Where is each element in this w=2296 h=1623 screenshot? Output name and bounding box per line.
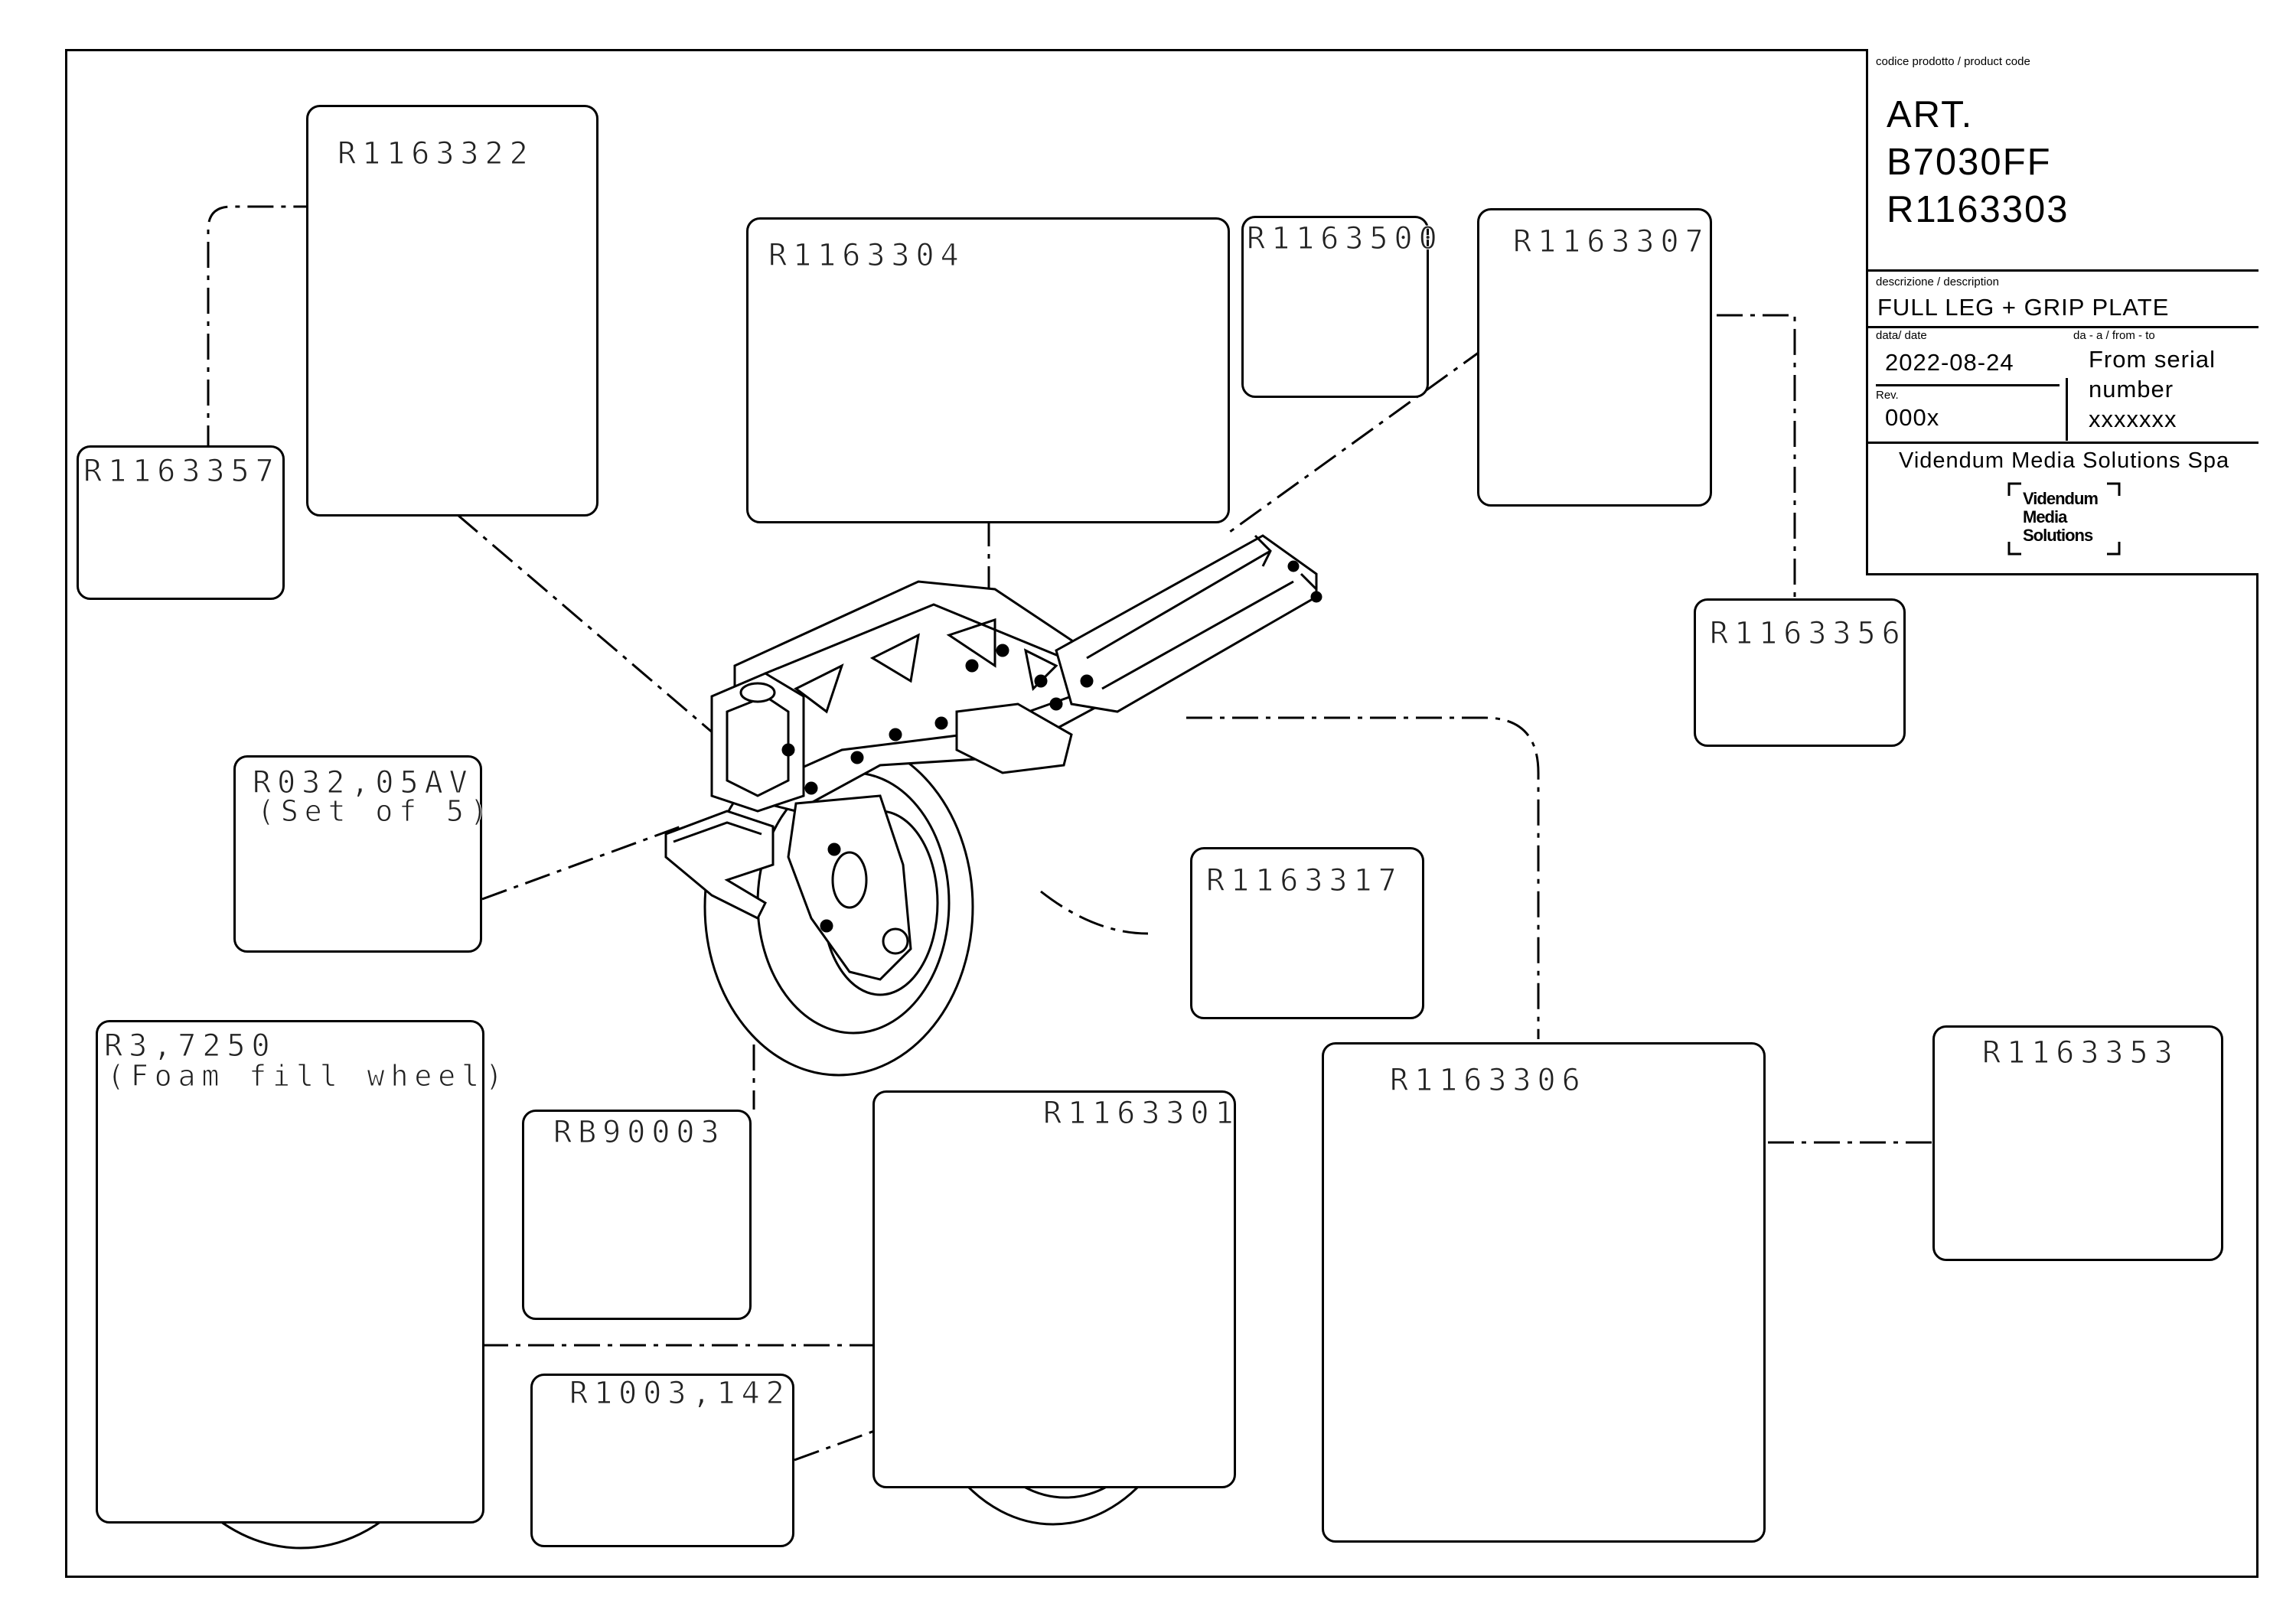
description: FULL LEG + GRIP PLATE <box>1877 294 2170 321</box>
from-to-line-1: From serial <box>2089 346 2216 373</box>
logo-line-1: Videndum <box>2023 489 2099 508</box>
from-to-label: da - a / from - to <box>2073 329 2155 342</box>
date-label: data/ date <box>1876 329 1927 342</box>
part-code: R1163357 <box>83 454 280 490</box>
divider <box>1876 384 2060 386</box>
title-block: codice prodotto / product code ART. B703… <box>1866 49 2258 575</box>
part-box-R1163322: R1163322 <box>306 105 598 517</box>
part-code: R1163353 <box>1982 1035 2179 1071</box>
part-box-RB90003: RB90003 <box>522 1110 752 1320</box>
part-box-R032-05AV: R032,05AV (Set of 5) <box>233 755 488 953</box>
product-code-label: codice prodotto / product code <box>1876 55 2030 68</box>
rev: 000x <box>1885 404 1940 431</box>
part-box-R1163357: R1163357 <box>77 445 285 600</box>
from-to-line-3: xxxxxxx <box>2089 406 2177 432</box>
part-code: R032,05AV <box>253 765 474 801</box>
art-line-3: R1163303 <box>1887 189 2069 230</box>
part-box-R1163500: R1163500 <box>1241 216 1437 398</box>
part-code: RB90003 <box>553 1115 726 1151</box>
art-line-2: B7030FF <box>1887 142 2052 183</box>
part-box-R1163301: R1163301 <box>872 1090 1236 1488</box>
part-box-R1003-142: R1003,142 <box>530 1374 794 1547</box>
part-code: R1163301 <box>1043 1096 1240 1132</box>
part-box-R1163356: R1163356 <box>1694 598 1906 747</box>
central-assembly <box>664 534 1322 1077</box>
logo-line-3: Solutions <box>2023 526 2093 545</box>
part-code: R1163317 <box>1206 863 1403 899</box>
sheet-border <box>65 49 2258 1578</box>
part-box-R1163317: R1163317 <box>1190 847 1424 1019</box>
logo-line-2: Media <box>2023 507 2067 526</box>
part-code: R1003,142 <box>569 1376 791 1412</box>
part-code: R1163322 <box>338 136 534 172</box>
art-line-1: ART. <box>1887 94 1974 135</box>
divider <box>1868 269 2258 272</box>
description-label: descrizione / description <box>1876 275 1999 288</box>
part-box-R1163306: R1163306 <box>1322 1042 1766 1543</box>
divider <box>1868 442 2258 444</box>
from-to-line-2: number <box>2089 376 2174 402</box>
part-box-R1163353: R1163353 <box>1932 1025 2223 1261</box>
part-code: R3,7250 <box>104 1028 276 1064</box>
rev-label: Rev. <box>1876 389 1899 402</box>
part-box-R1163304: R1163304 <box>746 217 1230 523</box>
part-code: R1163500 <box>1247 221 1443 257</box>
company-logo: Videndum Media Solutions <box>2007 482 2121 556</box>
part-box-R1163307: R1163307 <box>1477 208 1712 507</box>
company-name: Videndum Media Solutions Spa <box>1899 448 2230 473</box>
part-code: R1163307 <box>1513 224 1710 260</box>
part-box-R3-7250: R3,7250 (Foam fill wheel) <box>96 1020 503 1524</box>
divider <box>1868 326 2258 328</box>
part-code: R1163304 <box>768 238 965 274</box>
part-code: R1163356 <box>1710 616 1906 652</box>
part-note: (Set of 5) <box>257 794 494 829</box>
part-code: R1163306 <box>1390 1063 1587 1099</box>
divider <box>2066 378 2068 441</box>
date: 2022-08-24 <box>1885 349 2014 376</box>
part-note: (Foam fill wheel) <box>107 1059 509 1093</box>
